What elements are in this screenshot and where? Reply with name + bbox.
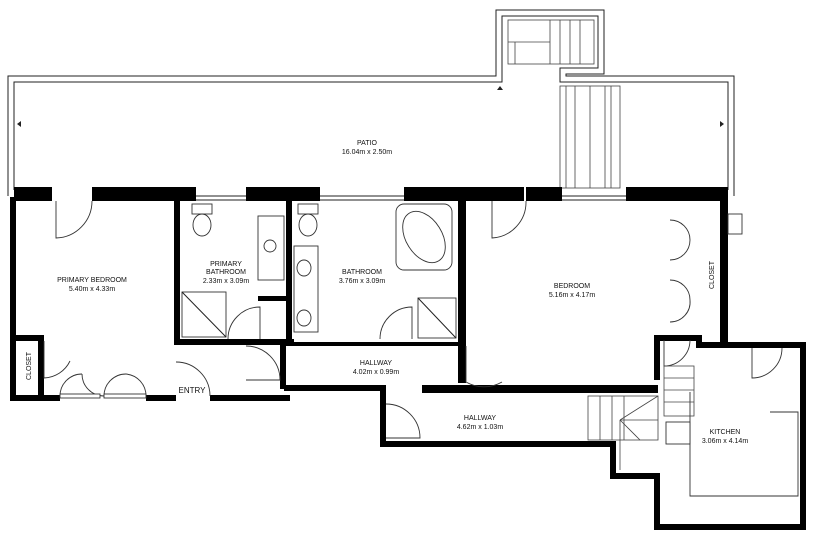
kitchen-dims: 3.06m x 4.14m <box>702 438 748 445</box>
closet-right-label: CLOSET <box>709 260 716 289</box>
bedroom-label: BEDROOM <box>554 283 590 290</box>
exterior-walls <box>10 187 806 530</box>
hallway-upper-label: HALLWAY <box>360 360 392 367</box>
primary-bathroom-label-line2: BATHROOM <box>206 269 246 276</box>
bathroom-fixtures <box>181 203 743 339</box>
interior-walls <box>16 197 702 397</box>
windows <box>196 195 626 201</box>
closet-left-label: CLOSET <box>26 351 33 380</box>
hallway-lower-label: HALLWAY <box>464 415 496 422</box>
entry-label: ENTRY <box>179 386 207 395</box>
doors <box>43 200 783 439</box>
hallway-upper-dims: 4.02m x 0.99m <box>353 369 399 376</box>
hallway-lower-dims: 4.62m x 1.03m <box>457 424 503 431</box>
bathroom-dims: 3.76m x 3.09m <box>339 278 385 285</box>
primary-bedroom-dims: 5.40m x 4.33m <box>69 286 115 293</box>
patio-dims: 16.04m x 2.50m <box>342 149 392 156</box>
kitchen-label: KITCHEN <box>710 429 741 436</box>
primary-bathroom-dims: 2.33m x 3.09m <box>203 278 249 285</box>
patio-area <box>7 9 735 196</box>
interior-stairs <box>587 365 695 470</box>
primary-bathroom-label-line1: PRIMARY <box>210 261 242 268</box>
patio-stairs <box>559 85 621 189</box>
kitchen-fixtures <box>665 392 799 497</box>
bathroom-label: BATHROOM <box>342 269 382 276</box>
exterior-stairs-top <box>507 19 595 65</box>
primary-bedroom-label: PRIMARY BEDROOM <box>57 277 127 284</box>
patio-label: PATIO <box>357 140 378 147</box>
bedroom-dims: 5.16m x 4.17m <box>549 292 595 299</box>
